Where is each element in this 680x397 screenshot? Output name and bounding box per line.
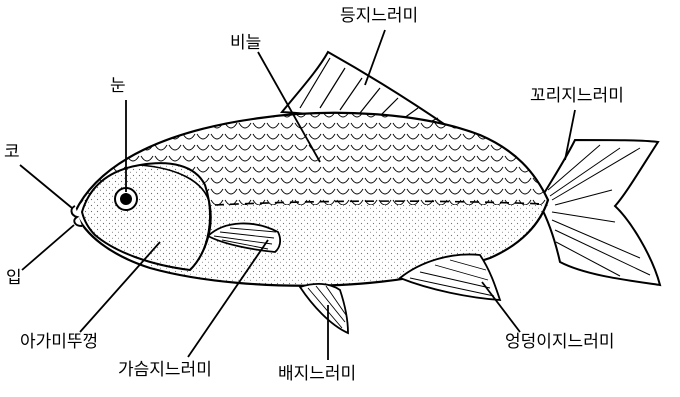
label-anal-fin: 엉덩이지느러미 (505, 334, 614, 351)
leader-anal-fin (482, 282, 520, 332)
leader-nose (20, 165, 72, 208)
label-eye: 눈 (110, 78, 126, 95)
label-nose: 코 (4, 144, 20, 161)
pelvic-fin (300, 284, 348, 333)
label-pectoral-fin: 가슴지느러미 (118, 362, 212, 379)
label-dorsal-fin: 등지느러미 (340, 8, 418, 25)
label-gill-cover: 아가미뚜껑 (20, 334, 98, 351)
leader-dorsal-fin (365, 30, 385, 85)
label-tail-fin: 꼬리지느러미 (530, 88, 624, 105)
label-pelvic-fin: 배지느러미 (278, 366, 356, 383)
leader-mouth (22, 225, 74, 270)
tail-fin (540, 140, 660, 285)
label-mouth: 입 (6, 270, 22, 287)
label-scales: 비늘 (230, 35, 261, 52)
